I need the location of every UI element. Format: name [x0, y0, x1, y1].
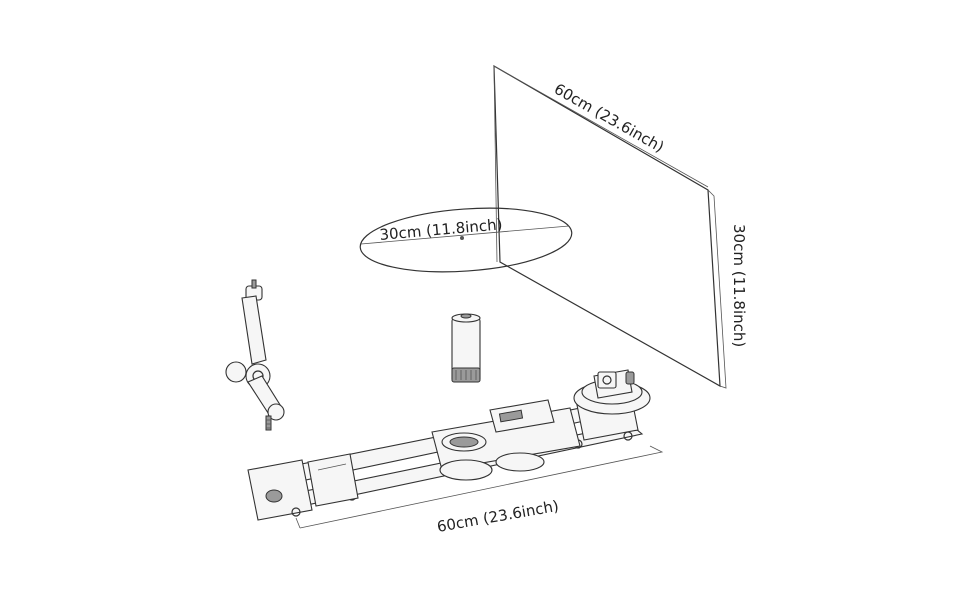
slider-length-label: 60cm (23.6inch) — [436, 497, 561, 536]
magic-arm — [225, 279, 285, 431]
backdrop-panel — [493, 64, 727, 389]
slider-length-dimension — [295, 445, 664, 529]
pan-head — [573, 369, 651, 415]
battery-cylinder — [451, 313, 481, 383]
backdrop-width-label: 60cm (23.6inch) — [551, 80, 667, 156]
turntable-disc — [359, 207, 573, 273]
backdrop-width-dimension — [493, 65, 709, 188]
backdrop-height-label: 30cm (11.8inch) — [730, 224, 748, 347]
slider-carriage — [431, 399, 581, 481]
turntable-diameter-label: 30cm (11.8inch) — [379, 215, 503, 244]
